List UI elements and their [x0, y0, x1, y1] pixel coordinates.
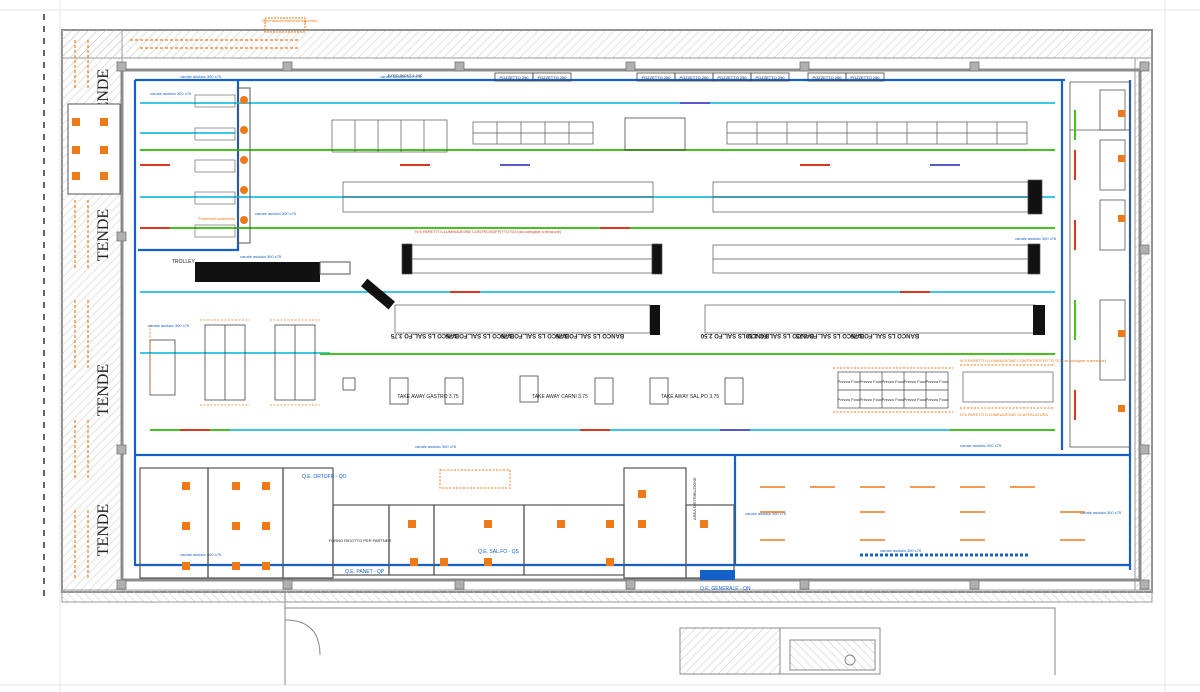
take-away-salpo-label: TAKE AWAY SAL.PO 3.75	[661, 394, 719, 400]
illumination-note-1: N°6 FARETTI ILLUMINAZIONE CONTROSOFFITTO…	[960, 358, 1107, 363]
banco-label-7: BANCO LS SAL.FO 3.75	[795, 332, 864, 338]
prezzo-food-4: Prezzo Food	[904, 379, 927, 384]
channel-label-11: canale asolato 300 x75	[880, 548, 922, 553]
qe-generale-label: Q.E. GENERALE - QN	[700, 586, 751, 592]
channel-label-8: canale asolato 300 x75	[960, 443, 1002, 448]
back-rooms: FORNO RIDOTTO PER PARTNER AREA DISTRIBUZ…	[139, 467, 735, 580]
pozzetto-label-3: POZZETTO 250	[641, 75, 671, 80]
channel-label-1: canale asolato 300 x75	[180, 74, 222, 79]
prezzo-food-3: Prezzo Food	[882, 379, 905, 384]
tende-label-4: TENDE	[95, 504, 112, 556]
left-orange-marks	[74, 39, 300, 580]
polizione-note: Polizione/Lavanderia	[198, 216, 236, 221]
illumination-note-2: N°6 FARETTI ILLUMINAZIONE SCAFFALATURA	[960, 412, 1049, 417]
take-away-carni-label: TAKE AWAY CARNI 3.75	[532, 394, 588, 400]
red-note: N°6 FARETTI ILLUMINAZIONE CONTROSOFFITTO…	[415, 229, 562, 234]
qe-panels: Q.E. ORTOFR - QO Q.E. SAL.FO - QS Q.E. P…	[302, 474, 751, 592]
banco-label-1: BANCO LS SAL.FO 3.75	[390, 332, 459, 338]
pozzetto-label-2: POZZETTO 250	[537, 75, 567, 80]
banco-label-4: BANCO LS SAL.FO 3.75	[555, 332, 624, 338]
gondola-row-3	[401, 243, 1041, 275]
channel-label-2: canale asolato 300 x75	[150, 91, 192, 96]
trolley-label: TROLLEY	[172, 259, 195, 265]
pozzetto-label-5: POZZETTO 250	[717, 75, 747, 80]
banco-label-6: BANCO LS SAL.FO 2.50	[745, 332, 814, 338]
banco-label-2: BANCO LS SAL.FO 3.75	[445, 332, 514, 338]
channel-label-5: canale asolato 300 x75	[240, 254, 282, 259]
prezzo-food-9: Prezzo Food	[904, 397, 927, 402]
left-wall-shelves	[194, 87, 251, 244]
channel-label-10: canale asolato 300 x75	[1080, 510, 1122, 515]
channel-label-13: canale asolato 300 x75	[415, 444, 457, 449]
pozzetto-freezers: POZZETTO 250 POZZETTO 250 POZZETTO 250 P…	[388, 72, 885, 82]
right-service-rooms	[1069, 81, 1131, 448]
tende-label-2: TENDE	[95, 209, 112, 261]
banco-label-3: BANCO LS SAL.FO 3.75	[500, 332, 569, 338]
structural-columns	[116, 61, 1150, 590]
prezzo-food-8: Prezzo Food	[882, 397, 905, 402]
fridge-cabinets	[149, 319, 320, 406]
qe-panet-label: Q.E. PANET - QP	[345, 569, 385, 575]
pozzetto-label-1: POZZETTO 250	[499, 75, 529, 80]
prezzo-food-10: Prezzo Food	[926, 397, 949, 402]
pozzetto-label-4: POZZETTO 250	[679, 75, 709, 80]
banco-counters: BANCO LS SAL.FO 3.75 BANCO LS SAL.FO 3.7…	[390, 304, 1045, 338]
area-distribuzione-label: AREA DISTRIBUZIONE	[692, 477, 697, 520]
ingombro-note: Sformatuolo/mensola ingombro	[262, 18, 318, 23]
take-away-gastro-label: TAKE AWAY GASTRO 3.75	[397, 394, 459, 400]
prezzo-food-2: Prezzo Food	[860, 379, 883, 384]
channel-label-3: canale asolato 300 x75	[380, 74, 422, 79]
pozzetto-label-6: POZZETTO 250	[755, 75, 785, 80]
channel-label-7: canale asolato 300 x75	[148, 323, 190, 328]
entrance-room	[67, 103, 121, 195]
banco-label-5: BANCO LS SAL.FO 2.50	[700, 332, 769, 338]
channel-label-9: canale asolato 300 x75	[180, 552, 222, 557]
loading-area	[284, 592, 1056, 685]
take-away-counters: TAKE AWAY GASTRO 3.75 TAKE AWAY CARNI 3.…	[342, 375, 744, 405]
perimeter-wall	[61, 17, 1153, 603]
gondola-row-2	[342, 179, 1043, 215]
expo-label: EXPO INOLT 4 140	[388, 73, 424, 78]
prezzo-food-1: Prezzo Food	[838, 379, 861, 384]
prezzo-food-table: Prezzo Food Prezzo Food Prezzo Food Prez…	[833, 358, 1107, 417]
channel-label-12: canale asolato 300 x75	[745, 511, 787, 516]
qe-ortofr-label: Q.E. ORTOFR - QO	[302, 474, 347, 480]
trolley-area: TROLLEY	[172, 259, 396, 310]
gondola-row-1	[331, 117, 1028, 153]
channel-label-6: canale asolato 300 x75	[1015, 236, 1057, 241]
forno-label: FORNO RIDOTTO PER PARTNER	[329, 538, 392, 543]
banco-label-8: BANCO LS SAL.FO 3.75	[850, 332, 919, 338]
tende-label-3: TENDE	[95, 364, 112, 416]
prezzo-food-7: Prezzo Food	[860, 397, 883, 402]
prezzo-food-5: Prezzo Food	[926, 379, 949, 384]
pozzetto-label-8: POZZETTO 250	[850, 75, 880, 80]
annotation-notes: N°6 FARETTI ILLUMINAZIONE CONTROSOFFITTO…	[198, 18, 562, 234]
channel-label-4: canale asolato 300 x75	[255, 211, 297, 216]
channel-labels: canale asolato 300 x75 canale asolato 30…	[148, 74, 1122, 557]
prezzo-food-6: Prezzo Food	[838, 397, 861, 402]
pozzetto-label-7: POZZETTO 250	[812, 75, 842, 80]
bottom-right-fixtures	[760, 486, 1085, 557]
qe-salfo-label: Q.E. SAL.FO - QS	[478, 549, 520, 555]
